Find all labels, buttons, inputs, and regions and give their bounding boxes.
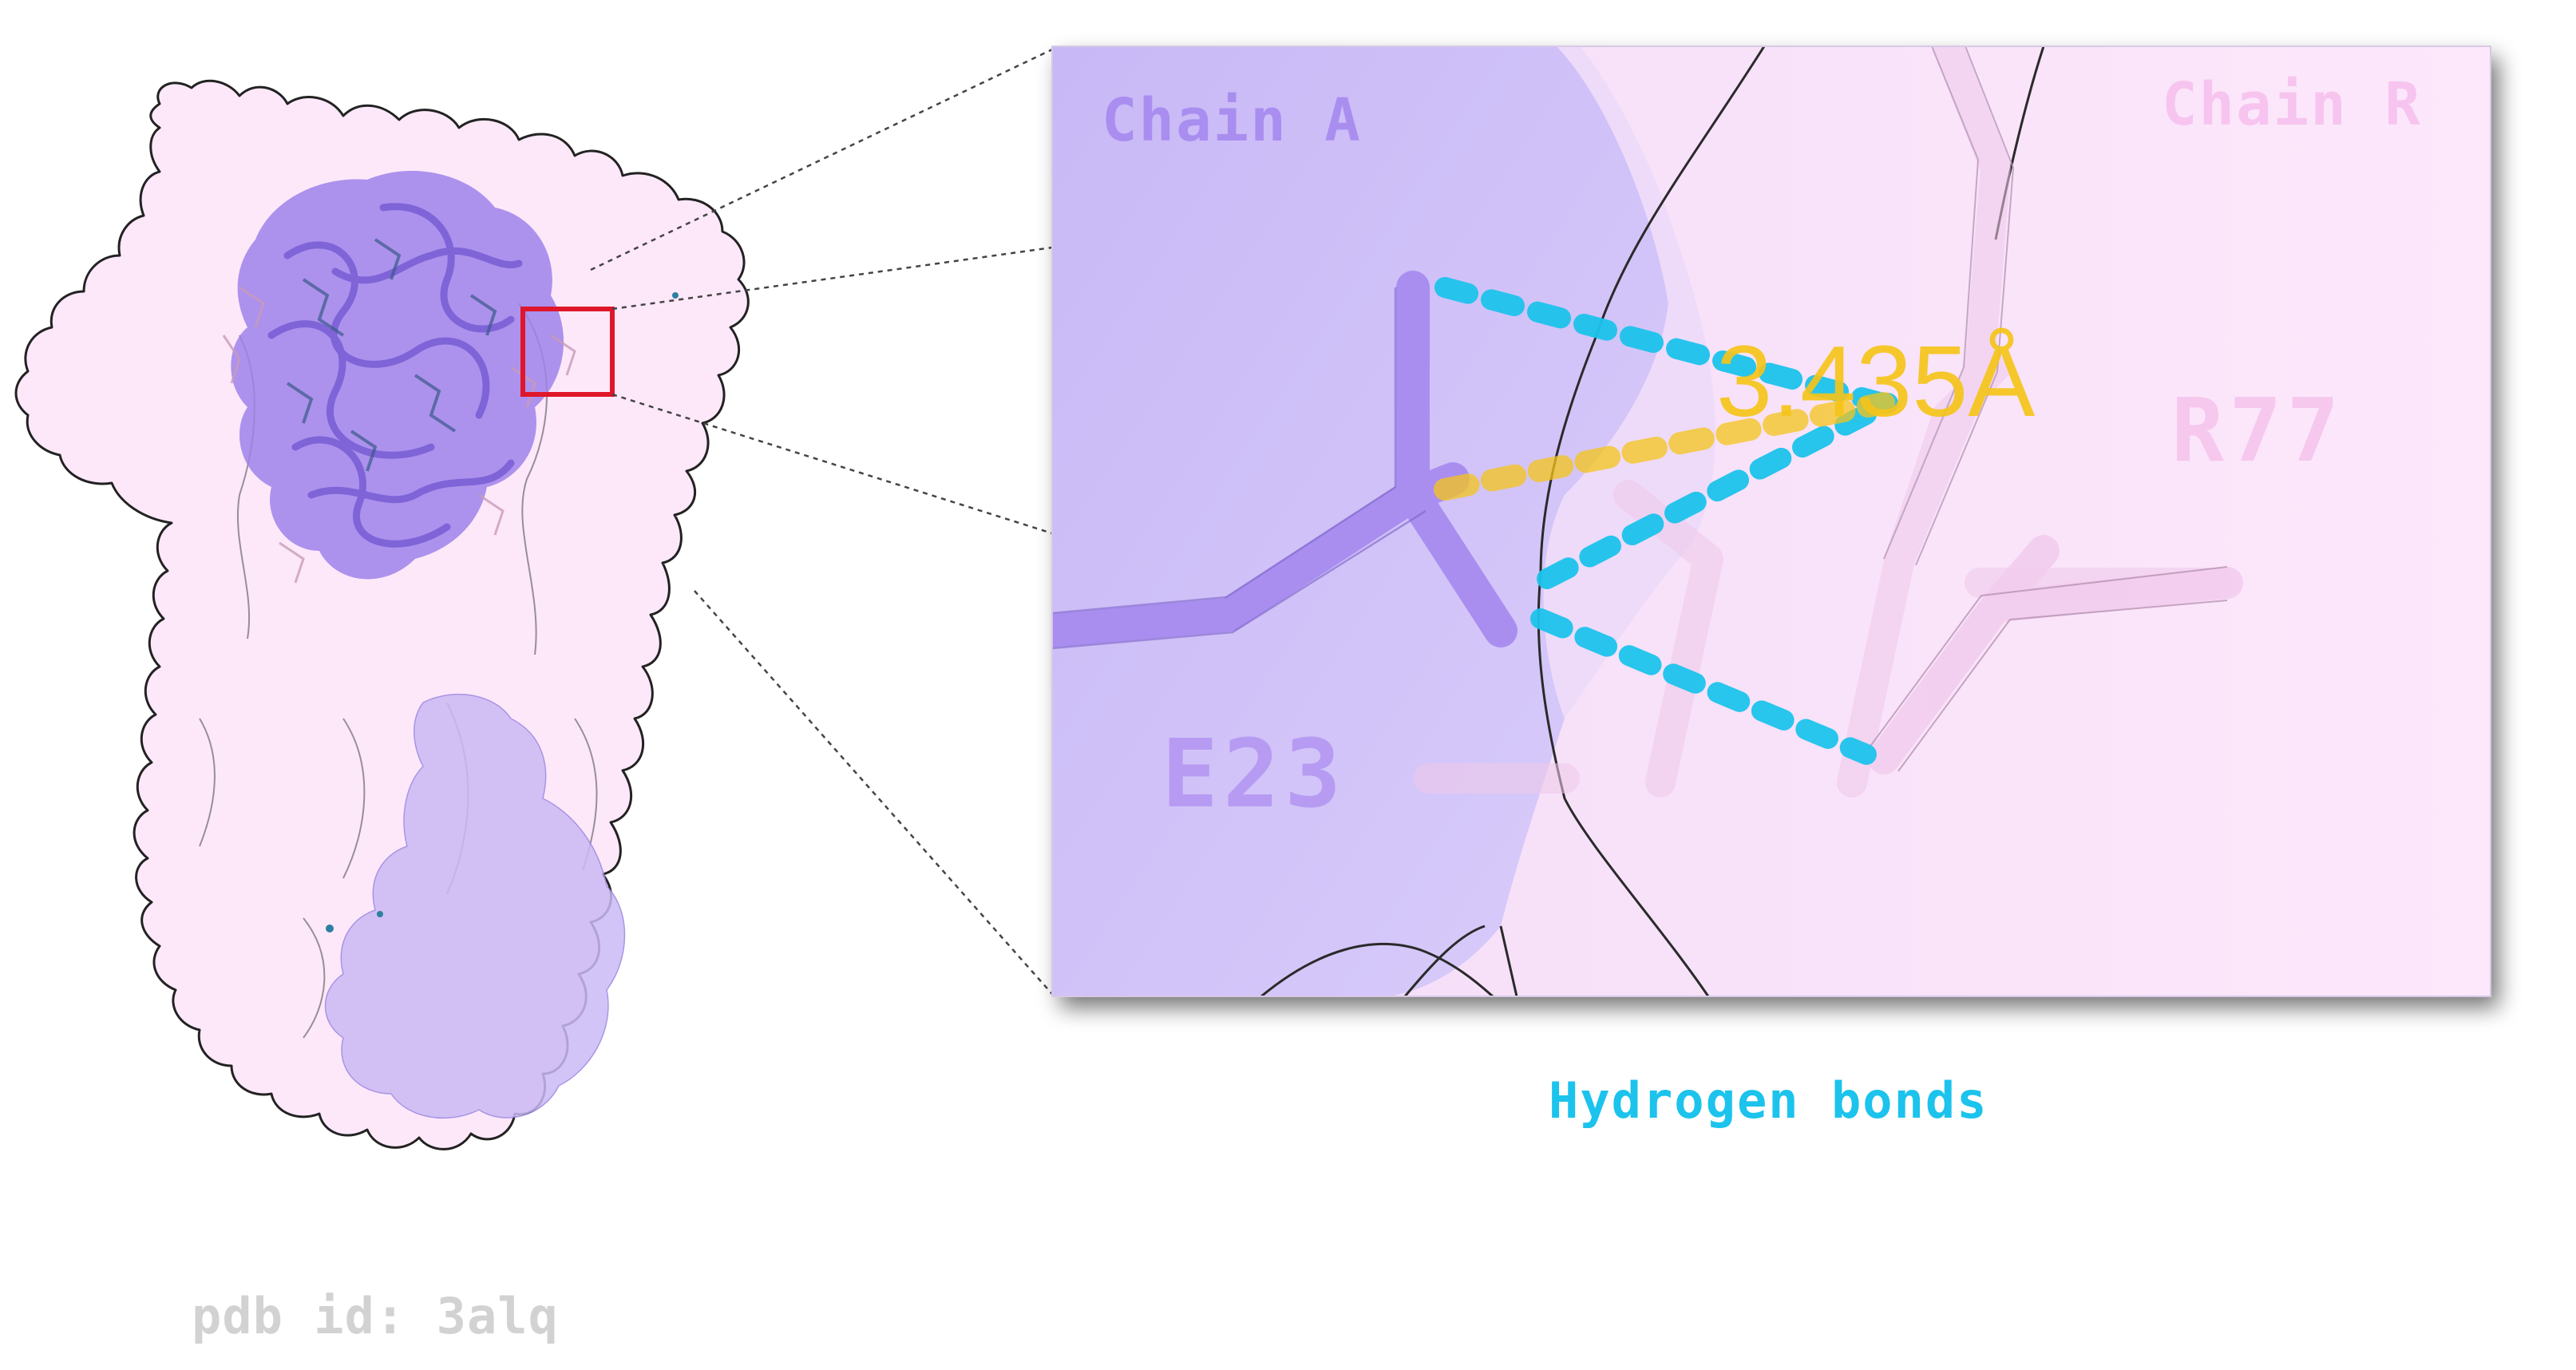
zoom-region-box	[520, 307, 615, 397]
chain-r-label: Chain R	[2162, 70, 2422, 139]
residue-e23-label: E23	[1161, 719, 1347, 829]
pdb-id-label: pdb id: 3alq	[192, 1287, 559, 1345]
distance-label: 3.435Å	[1716, 325, 2036, 438]
hydrogen-bond-lines	[1434, 277, 1902, 765]
chain-a-ribbon	[222, 170, 576, 584]
hydrogen-bonds-legend: Hydrogen bonds	[1549, 1071, 1988, 1130]
residue-r77-label: R77	[2171, 379, 2345, 481]
residue-r77-sticks	[1868, 535, 2243, 774]
zoom-connector-lines	[590, 48, 1053, 995]
chain-a-label: Chain A	[1102, 86, 1362, 155]
distance-line	[1434, 392, 1895, 501]
protein-overview	[14, 79, 750, 1150]
chain-a-surface-lower	[324, 693, 626, 1119]
